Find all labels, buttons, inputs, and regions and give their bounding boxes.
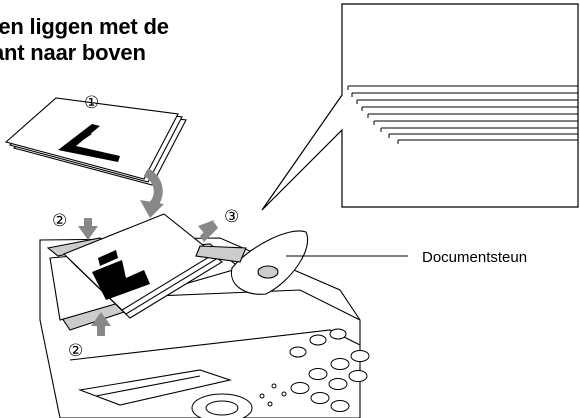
press-arrow-icon xyxy=(91,312,111,336)
document-stack-top xyxy=(4,97,187,186)
paper-sheet-icon xyxy=(58,124,120,162)
document-support xyxy=(195,230,309,295)
heading-line-2: ant naar boven xyxy=(0,40,146,65)
instruction-heading: nten liggen met de ant naar boven xyxy=(0,14,169,66)
callout-label: Documentsteun xyxy=(422,249,527,266)
step-1-marker: ① xyxy=(84,93,99,113)
press-arrow-icon xyxy=(198,220,218,242)
curved-down-arrow-icon xyxy=(140,168,164,218)
control-panel xyxy=(191,328,370,418)
heading-line-1: nten liggen met de xyxy=(0,14,169,39)
press-arrow-icon xyxy=(78,218,98,240)
step-2-bottom-marker: ② xyxy=(68,341,83,361)
document-stack-feeder xyxy=(63,213,223,319)
stacked-pages-edge xyxy=(347,85,578,144)
paper-sheet-icon xyxy=(92,250,150,300)
detail-inset xyxy=(261,3,579,211)
step-3-marker: ③ xyxy=(224,207,239,227)
step-2-top-marker: ② xyxy=(52,211,67,231)
